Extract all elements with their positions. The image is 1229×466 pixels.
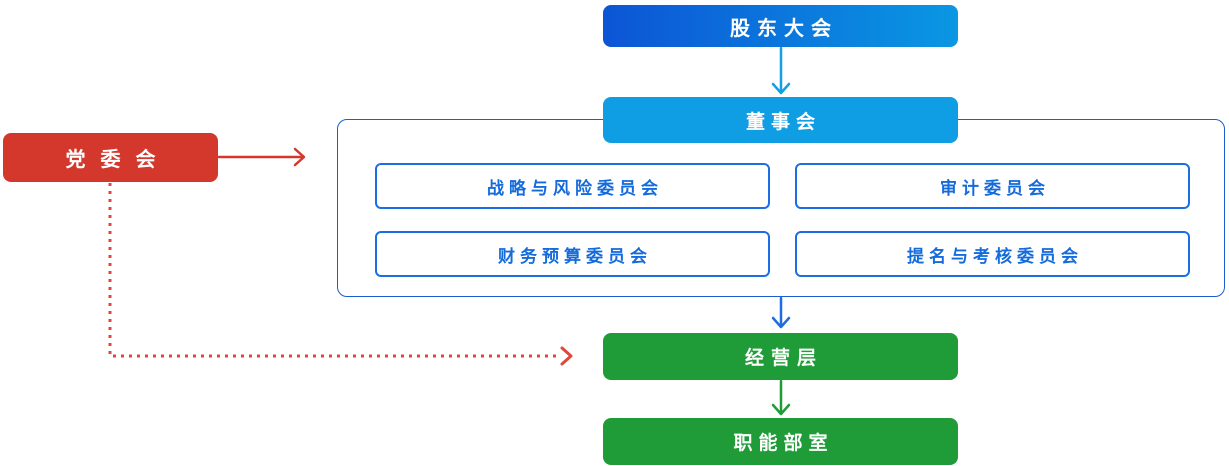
node-management-layer: 经营层 — [603, 333, 958, 380]
node-committee-nomination-assessment: 提名与考核委员会 — [795, 231, 1190, 277]
node-committee-audit: 审计委员会 — [795, 163, 1190, 209]
node-committee-strategy-risk: 战略与风险委员会 — [375, 163, 770, 209]
node-functional-departments: 职能部室 — [603, 418, 958, 465]
node-committee-financial-budget: 财务预算委员会 — [375, 231, 770, 277]
arrow-shareholders-to-board — [771, 46, 791, 95]
node-party-committee: 党委会 — [3, 133, 218, 182]
arrow-party-to-board-group — [217, 147, 306, 167]
node-board-of-directors: 董事会 — [603, 97, 958, 143]
arrow-management-to-departments — [771, 379, 791, 416]
node-shareholders-meeting: 股东大会 — [603, 5, 958, 47]
arrow-board-to-management — [771, 296, 791, 329]
